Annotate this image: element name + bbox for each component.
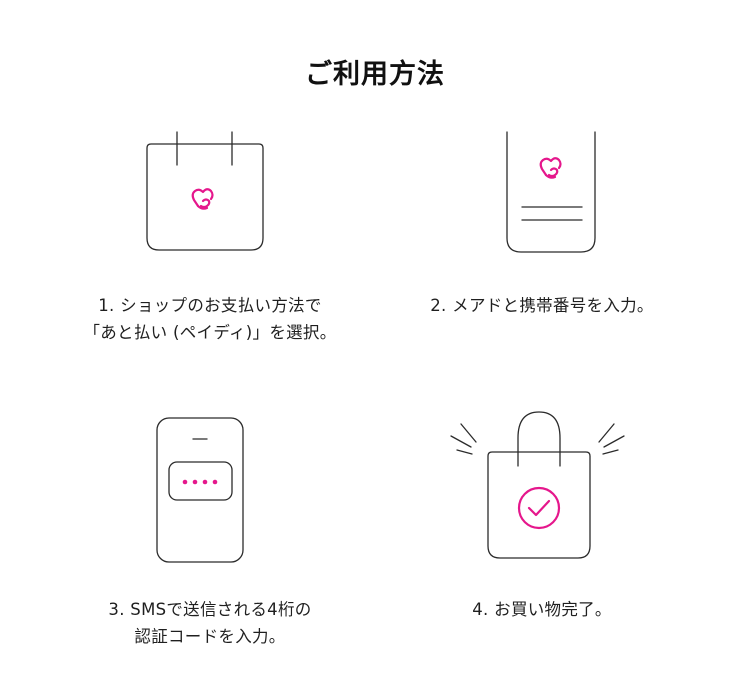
phone-code-icon xyxy=(156,417,244,563)
step-1: 1. ショップのお支払い方法で 「あと払い (ペイディ)」を選択。 xyxy=(45,120,375,360)
step-3-caption-line-1: 3. SMSで送信される4桁の xyxy=(108,600,312,619)
step-2-caption-line-1: 2. メアドと携帯番号を入力。 xyxy=(430,296,654,315)
step-1-caption-line-2: 「あと払い (ペイディ)」を選択。 xyxy=(83,323,337,342)
step-1-caption-line-1: 1. ショップのお支払い方法で xyxy=(98,296,322,315)
step-4: 4. お買い物完了。 xyxy=(377,400,707,660)
phone-form-icon xyxy=(506,131,596,253)
bag-checkmark-icon xyxy=(450,411,625,559)
step-3: 3. SMSで送信される4桁の 認証コードを入力。 xyxy=(45,400,375,660)
page-title: ご利用方法 xyxy=(305,59,445,90)
step-3-caption-line-2: 認証コードを入力。 xyxy=(134,627,286,646)
step-2: 2. メアドと携帯番号を入力。 xyxy=(377,120,707,360)
shopping-bag-paidy-icon xyxy=(146,131,264,251)
step-4-caption-line-1: 4. お買い物完了。 xyxy=(472,600,612,619)
